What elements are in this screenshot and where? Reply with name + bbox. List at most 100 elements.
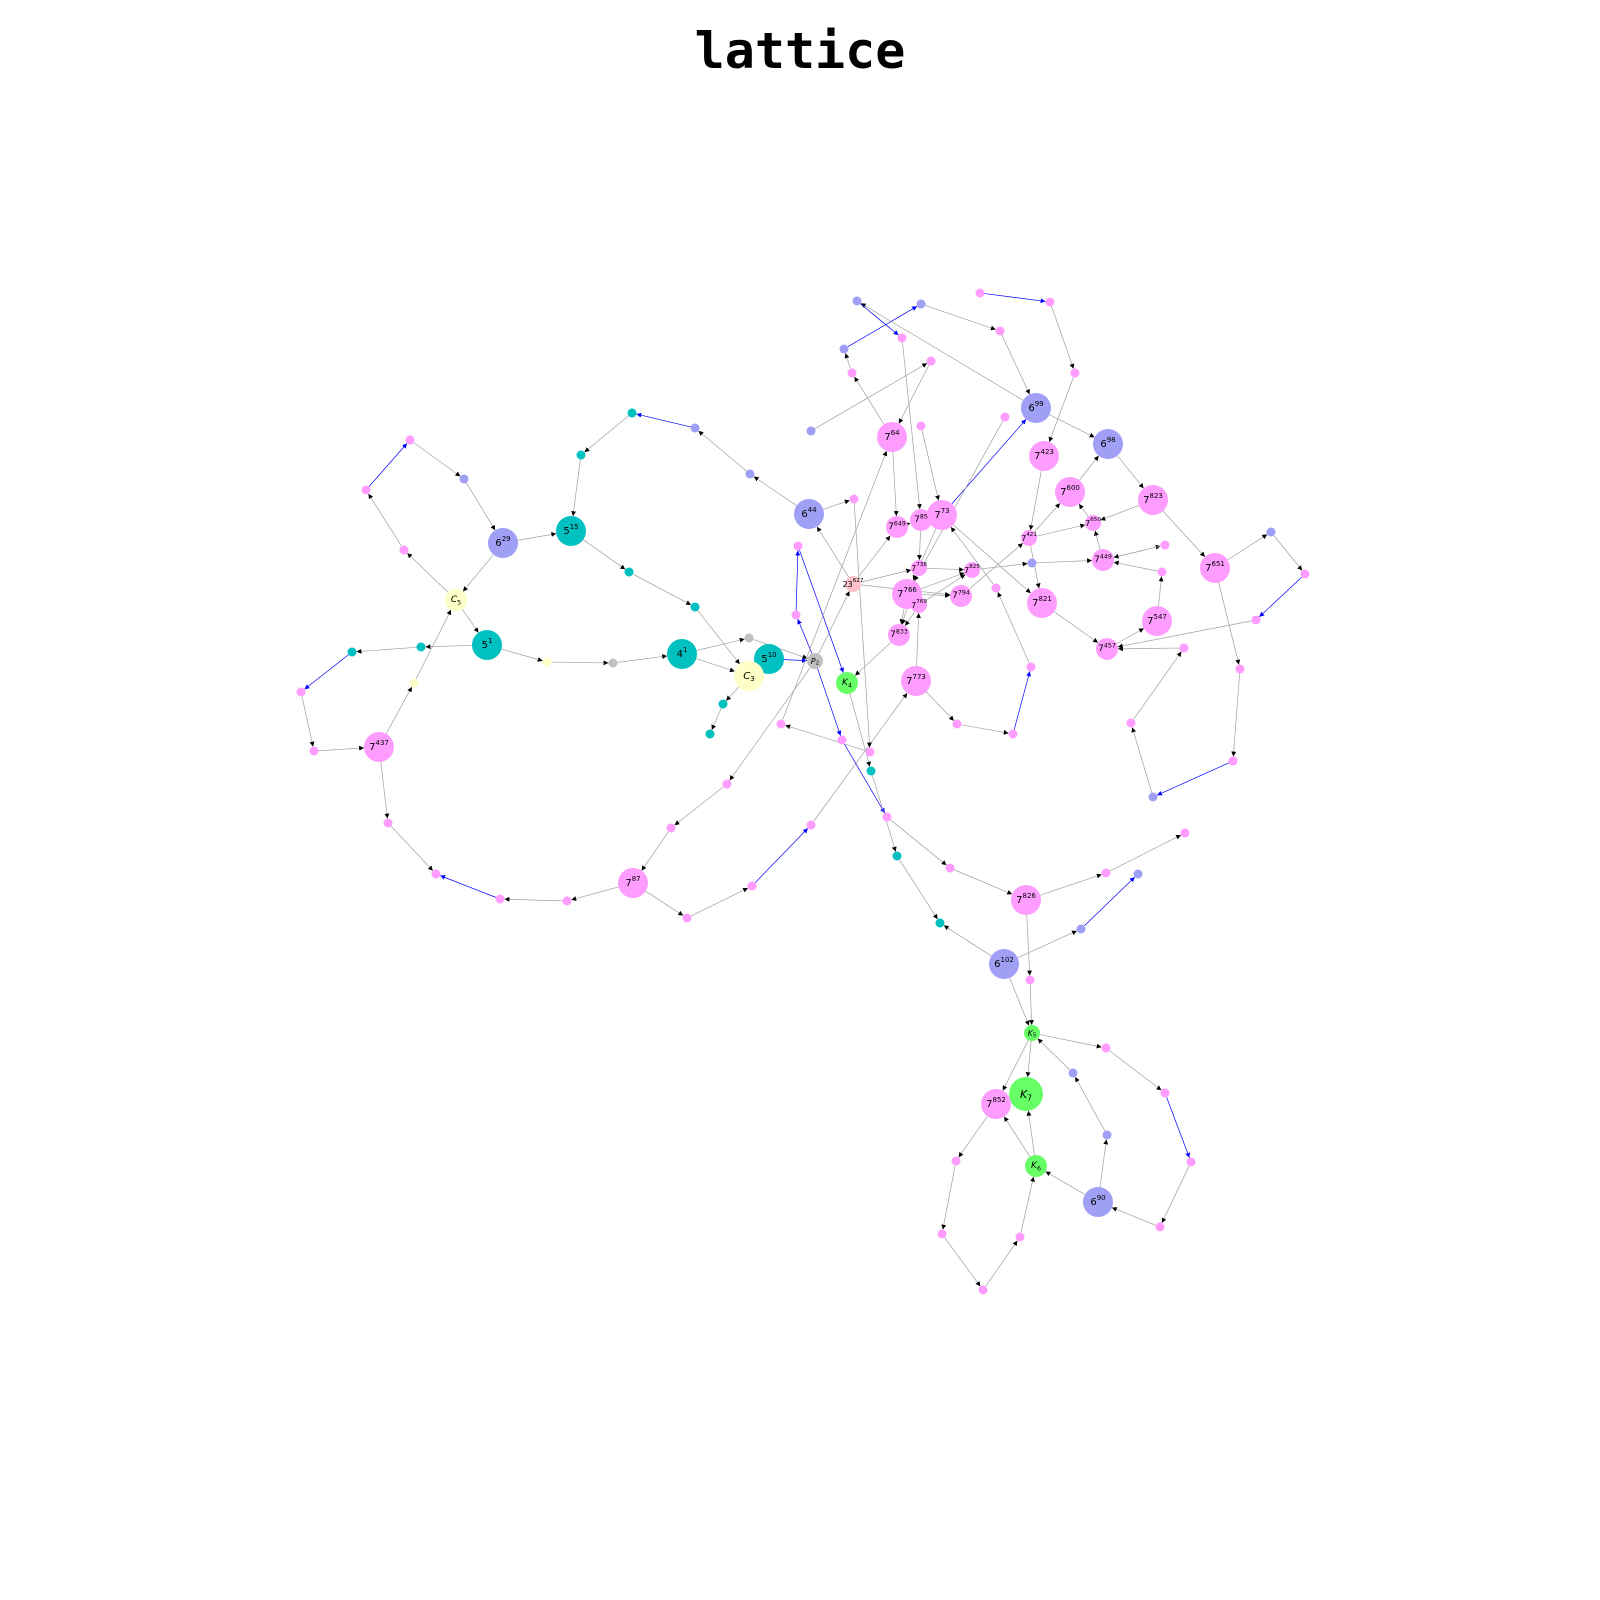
node-d24[interactable] <box>495 894 505 904</box>
node-n7_87[interactable]: 787 <box>618 868 648 898</box>
node-d29[interactable] <box>666 823 676 833</box>
node-n6_99[interactable]: 699 <box>1021 393 1051 423</box>
node-d83[interactable] <box>1027 558 1037 568</box>
node-d48[interactable] <box>1160 1088 1170 1098</box>
node-n7_769[interactable]: 7769 <box>911 597 927 613</box>
node-n7_85[interactable]: 785 <box>910 509 932 531</box>
node-n7_64[interactable]: 764 <box>877 422 907 452</box>
node-d79[interactable] <box>806 426 816 436</box>
node-d14[interactable] <box>347 647 357 657</box>
node-d1[interactable] <box>296 687 306 697</box>
node-d55[interactable] <box>849 494 859 504</box>
node-d53[interactable] <box>978 1285 988 1295</box>
node-n7_650[interactable]: 7650 <box>1085 515 1101 531</box>
node-n7_825[interactable]: 7825 <box>964 562 980 578</box>
node-d70[interactable] <box>1126 718 1136 728</box>
node-d61[interactable] <box>995 326 1005 336</box>
node-d40[interactable] <box>935 918 945 928</box>
node-d62[interactable] <box>852 296 862 306</box>
node-d33[interactable] <box>837 735 847 745</box>
node-nK7[interactable]: K7 <box>1009 1077 1043 1111</box>
node-d84[interactable] <box>1000 412 1010 422</box>
node-d73[interactable] <box>1160 540 1170 550</box>
node-d80[interactable] <box>1008 729 1018 739</box>
node-d56[interactable] <box>865 747 875 757</box>
node-d2[interactable] <box>309 746 319 756</box>
node-n7_457[interactable]: 7457 <box>1096 638 1118 660</box>
node-n7_738[interactable]: 7738 <box>911 560 927 576</box>
node-n7_423[interactable]: 7423 <box>1029 441 1059 471</box>
node-d43[interactable] <box>1102 1130 1112 1140</box>
node-d46[interactable] <box>1025 975 1035 985</box>
node-d3[interactable] <box>399 545 409 555</box>
node-d41[interactable] <box>1076 924 1086 934</box>
node-n7_651[interactable]: 7651 <box>1200 553 1230 583</box>
node-n5_15[interactable]: 515 <box>556 516 586 546</box>
node-d57[interactable] <box>776 719 786 729</box>
node-n7_826[interactable]: 7826 <box>1011 885 1041 915</box>
node-d23[interactable] <box>431 869 441 879</box>
node-d76[interactable] <box>975 288 985 298</box>
node-d60[interactable] <box>916 299 926 309</box>
node-d37[interactable] <box>1180 828 1190 838</box>
node-d54[interactable] <box>1015 1232 1025 1242</box>
node-d21[interactable] <box>542 657 552 667</box>
node-n7_421[interactable]: 7421 <box>1021 530 1037 546</box>
node-d11[interactable] <box>690 423 700 433</box>
node-d10[interactable] <box>705 729 715 739</box>
node-nK6[interactable]: K6 <box>1025 1155 1047 1177</box>
node-d74[interactable] <box>1070 368 1080 378</box>
node-nC3[interactable]: C3 <box>734 661 764 691</box>
node-n7_437[interactable]: 7437 <box>364 732 394 762</box>
node-d69[interactable] <box>1148 792 1158 802</box>
node-d77[interactable] <box>916 421 926 431</box>
node-d52[interactable] <box>937 1229 947 1239</box>
node-n5_10[interactable]: 510 <box>754 644 784 674</box>
node-d5[interactable] <box>627 408 637 418</box>
node-n23_627[interactable]: 23627 <box>843 576 864 592</box>
node-d6[interactable] <box>576 450 586 460</box>
node-d17[interactable] <box>409 678 419 688</box>
node-n7_449[interactable]: 7449 <box>1092 549 1114 571</box>
node-nK5[interactable]: K5 <box>1024 1025 1040 1041</box>
node-d30[interactable] <box>722 779 732 789</box>
node-d15[interactable] <box>624 567 634 577</box>
node-d8[interactable] <box>405 435 415 445</box>
node-d63[interactable] <box>897 333 907 343</box>
node-n7_821[interactable]: 7821 <box>1027 588 1057 618</box>
node-d66[interactable] <box>1251 615 1261 625</box>
node-d19[interactable] <box>690 602 700 612</box>
node-d75[interactable] <box>1045 297 1055 307</box>
node-n6_102[interactable]: 6102 <box>989 949 1019 979</box>
node-d85[interactable] <box>926 356 936 366</box>
node-d42[interactable] <box>1133 869 1143 879</box>
node-n6_44[interactable]: 644 <box>794 499 824 529</box>
node-d26[interactable] <box>682 913 692 923</box>
node-n4_1[interactable]: 41 <box>667 639 697 669</box>
node-n7_73[interactable]: 773 <box>927 500 957 530</box>
node-n7_649[interactable]: 7649 <box>886 516 908 538</box>
node-d38[interactable] <box>866 766 876 776</box>
node-d4[interactable] <box>459 474 469 484</box>
node-n6_90[interactable]: 690 <box>1083 1187 1113 1217</box>
node-d47[interactable] <box>1101 1043 1111 1053</box>
node-d50[interactable] <box>1155 1222 1165 1232</box>
node-d58[interactable] <box>847 368 857 378</box>
node-d78[interactable] <box>952 719 962 729</box>
node-nC5[interactable]: C5 <box>445 589 467 611</box>
node-d82[interactable] <box>991 583 1001 593</box>
node-d25[interactable] <box>562 896 572 906</box>
node-d39[interactable] <box>892 851 902 861</box>
node-d64[interactable] <box>1266 527 1276 537</box>
node-d16[interactable] <box>744 633 754 643</box>
node-nP2[interactable]: P2 <box>807 653 823 669</box>
node-d35[interactable] <box>945 863 955 873</box>
node-nK4[interactable]: K4 <box>836 672 858 694</box>
node-d22[interactable] <box>383 818 393 828</box>
node-d72[interactable] <box>1157 567 1167 577</box>
node-n7_600[interactable]: 7600 <box>1055 477 1085 507</box>
node-n5_1[interactable]: 51 <box>472 630 502 660</box>
node-n6_29[interactable]: 629 <box>488 528 518 558</box>
node-d49[interactable] <box>1186 1157 1196 1167</box>
node-d7[interactable] <box>361 485 371 495</box>
